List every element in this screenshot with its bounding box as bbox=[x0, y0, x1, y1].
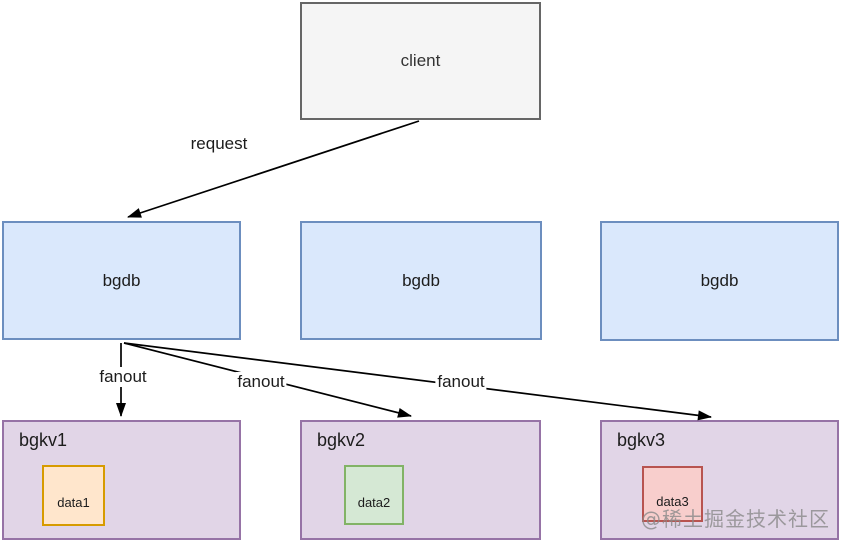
fanout-edge-label-1: fanout bbox=[97, 367, 149, 387]
data-box-1-label: data1 bbox=[57, 495, 90, 510]
bgdb-node-3: bgdb bbox=[600, 221, 839, 341]
data-box-3-label: data3 bbox=[656, 493, 689, 509]
bgkv-node-3-label: bgkv3 bbox=[617, 430, 666, 450]
bgdb-node-2-label: bgdb bbox=[402, 270, 440, 290]
fanout-arrow-3 bbox=[123, 342, 712, 421]
data-box-2: data2 bbox=[344, 465, 404, 525]
data-box-3: data3 bbox=[642, 466, 703, 522]
bgkv-node-2-label: bgkv2 bbox=[317, 430, 366, 450]
bgdb-node-1: bgdb bbox=[2, 221, 241, 340]
request-arrow bbox=[127, 120, 420, 218]
bgdb-node-2: bgdb bbox=[300, 221, 542, 340]
bgdb-node-3-label: bgdb bbox=[700, 271, 739, 290]
bgkv-node-2: bgkv2 data2 bbox=[300, 420, 541, 540]
fanout-edge-label-3: fanout bbox=[435, 372, 487, 392]
bgdb-node-1-label: bgdb bbox=[102, 270, 141, 290]
bgkv-node-1: bgkv1 data1 bbox=[2, 420, 241, 540]
request-edge-label: request bbox=[188, 134, 250, 154]
fanout-edge-label-2: fanout bbox=[235, 372, 287, 392]
watermark-text: @稀土掘金技术社区 bbox=[641, 507, 830, 531]
data-box-1: data1 bbox=[42, 465, 105, 526]
client-node-label: client bbox=[400, 51, 441, 70]
data-box-2-label: data2 bbox=[357, 494, 391, 510]
bgkv-node-1-label: bgkv1 bbox=[19, 430, 68, 450]
client-node: client bbox=[300, 2, 541, 120]
bgkv-node-3: bgkv3 data3 bbox=[600, 420, 839, 540]
